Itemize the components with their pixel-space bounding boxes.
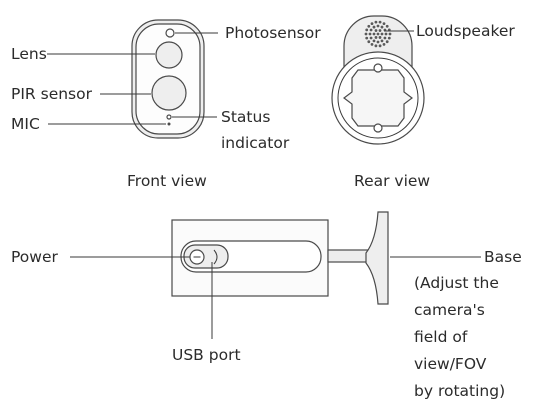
- speaker-hole: [374, 20, 378, 24]
- speaker-hole: [388, 32, 392, 36]
- base-note-line4: view/FOV: [414, 355, 487, 373]
- base-note-line5: by rotating): [414, 382, 505, 400]
- speaker-hole: [369, 28, 373, 32]
- speaker-hole: [365, 28, 369, 32]
- speaker-hole: [385, 40, 389, 44]
- base-label: Base: [484, 248, 522, 266]
- base-note-line3: field of: [414, 328, 468, 346]
- speaker-hole: [376, 40, 380, 44]
- speaker-hole: [372, 39, 376, 43]
- pir-sensor-label: PIR sensor: [11, 85, 93, 103]
- speaker-hole: [378, 44, 382, 48]
- speaker-hole: [372, 25, 376, 29]
- status-indicator-label-line2: indicator: [221, 134, 290, 152]
- usb-port-label: USB port: [172, 346, 241, 364]
- rear-screw-bottom: [373, 123, 383, 133]
- speaker-hole: [370, 22, 374, 26]
- speaker-hole: [378, 20, 382, 24]
- speaker-hole: [367, 40, 371, 44]
- pir-sensor-circle: [151, 75, 187, 111]
- loudspeaker-label: Loudspeaker: [416, 22, 515, 40]
- speaker-hole: [376, 24, 380, 28]
- photosensor-dot: [165, 28, 175, 38]
- speaker-hole: [364, 32, 368, 36]
- status-indicator-label-line1: Status: [221, 108, 270, 126]
- speaker-hole: [384, 32, 388, 36]
- speaker-hole: [370, 42, 374, 46]
- rear-view-caption: Rear view: [354, 172, 430, 190]
- speaker-hole: [385, 24, 389, 28]
- speaker-hole: [372, 32, 376, 36]
- loudspeaker-grille: [364, 20, 392, 48]
- rear-mount-cross: [343, 69, 413, 127]
- power-label: Power: [11, 248, 58, 266]
- speaker-hole: [378, 29, 382, 32]
- rear-mount-inner-ring: [337, 57, 419, 139]
- speaker-hole: [374, 36, 378, 39]
- speaker-hole: [380, 39, 384, 43]
- usb-port-slot: [213, 249, 218, 265]
- front-view: Lens PIR sensor MIC Photosensor Status i…: [11, 19, 321, 190]
- base-note-line1: (Adjust the: [414, 274, 499, 292]
- photosensor-label: Photosensor: [225, 24, 321, 42]
- speaker-hole: [387, 36, 391, 40]
- speaker-hole: [376, 32, 380, 36]
- lens-circle: [155, 41, 183, 69]
- speaker-hole: [368, 32, 372, 36]
- rear-screw-top: [373, 63, 383, 73]
- base-note-line2: camera's: [414, 301, 485, 319]
- front-view-caption: Front view: [127, 172, 207, 190]
- mic-label: MIC: [11, 115, 40, 133]
- speaker-hole: [382, 42, 386, 46]
- speaker-hole: [374, 44, 378, 48]
- speaker-hole: [369, 36, 373, 40]
- side-view: Power USB port Base (Adjust the camera's…: [11, 211, 522, 400]
- speaker-hole: [380, 25, 384, 29]
- speaker-hole: [383, 36, 387, 40]
- speaker-hole: [374, 29, 378, 32]
- lens-label: Lens: [11, 45, 47, 63]
- base-disc: [365, 211, 389, 305]
- mount-arm: [327, 249, 369, 263]
- speaker-hole: [378, 36, 382, 39]
- mic-hole: [167, 122, 171, 126]
- speaker-hole: [382, 22, 386, 26]
- status-indicator-dot: [166, 114, 172, 120]
- speaker-hole: [365, 36, 369, 40]
- speaker-hole: [380, 32, 384, 36]
- rear-view: Loudspeaker Rear view: [331, 15, 515, 190]
- speaker-hole: [367, 24, 371, 28]
